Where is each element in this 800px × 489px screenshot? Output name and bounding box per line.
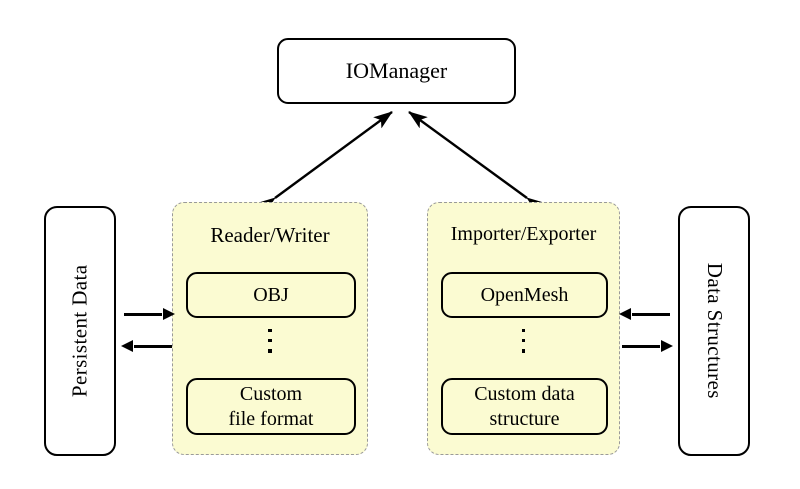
importer-exporter-item-openmesh[interactable]: OpenMesh	[441, 272, 608, 318]
reader-writer-item-obj-label: OBJ	[253, 283, 289, 306]
importer-exporter-item-custom-data-structure[interactable]: Custom data structure	[441, 378, 608, 435]
persistent-data-label: Persistent Data	[67, 264, 92, 398]
arrow-reader-writer-to-persistent-data	[134, 345, 172, 348]
arrow-persistent-data-to-reader-writer	[124, 313, 162, 316]
reader-writer-item-custom-line2: file format	[228, 407, 314, 430]
importer-exporter-item-openmesh-label: OpenMesh	[480, 283, 569, 306]
importer-exporter-group-title: Importer/Exporter	[450, 223, 597, 245]
arrow-importer-exporter-to-data-structures	[622, 345, 660, 348]
importer-exporter-item-custom-line1: Custom data	[474, 382, 575, 405]
persistent-data-node[interactable]: Persistent Data	[44, 206, 116, 456]
arrow-data-structures-to-importer-exporter	[632, 313, 670, 316]
data-structures-node[interactable]: Data Structures	[678, 206, 750, 456]
reader-writer-group-title: Reader/Writer	[210, 223, 330, 247]
reader-writer-ellipsis-icon	[173, 329, 367, 353]
connector-manager-to-reader-writer	[256, 111, 393, 215]
reader-writer-item-obj[interactable]: OBJ	[186, 272, 356, 318]
importer-exporter-ellipsis-icon	[428, 329, 619, 353]
iomanager-node[interactable]: IOManager	[277, 38, 516, 104]
reader-writer-item-custom-line1: Custom	[239, 382, 303, 405]
data-structures-label: Data Structures	[702, 262, 727, 400]
reader-writer-item-custom-file-format[interactable]: Custom file format	[186, 378, 356, 435]
iomanager-label: IOManager	[345, 57, 448, 83]
importer-exporter-item-custom-line2: structure	[489, 407, 560, 430]
reader-writer-group[interactable]: Reader/Writer OBJ Custom file format	[172, 202, 368, 455]
importer-exporter-group[interactable]: Importer/Exporter OpenMesh Custom data s…	[427, 202, 620, 455]
connector-manager-to-importer-exporter	[408, 111, 546, 215]
